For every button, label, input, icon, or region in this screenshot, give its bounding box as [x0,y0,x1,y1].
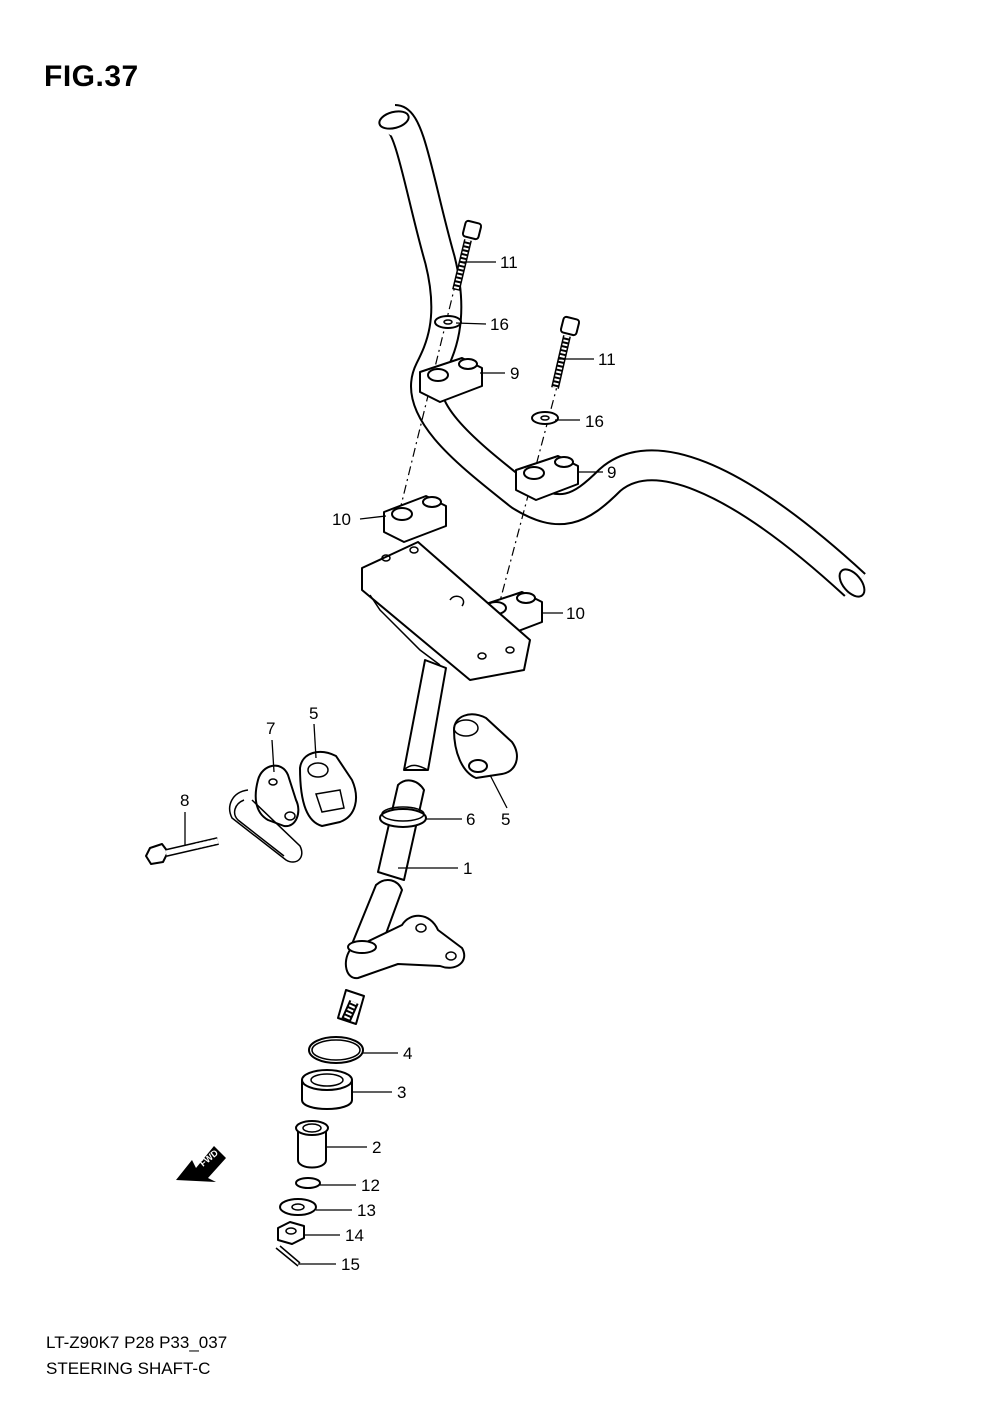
callout-5-right: 5 [501,810,510,829]
figure-name: STEERING SHAFT-C [46,1359,211,1378]
shaft-collar [379,808,427,828]
handlebar-bolt-right [551,315,581,389]
shaft-holder-left [299,751,357,827]
callout-14: 14 [345,1226,364,1245]
callout-16-upper: 16 [490,315,509,334]
cable-guide [228,764,303,863]
callout-2: 2 [372,1138,381,1157]
cable-guide-bolt [145,837,219,865]
upper-holder-right [515,455,579,501]
callout-3: 3 [397,1083,406,1102]
washer-12 [295,1177,321,1189]
callout-10-right: 10 [566,604,585,623]
callout-11-lower: 11 [598,350,616,369]
callout-15: 15 [341,1255,360,1274]
callout-16-lower: 16 [585,412,604,431]
forward-direction-marker: FWD [176,1146,226,1182]
upper-holder-left [419,357,483,403]
shaft-lower-bracket [344,914,466,980]
figure-code: LT-Z90K7 P28 P33_037 [46,1333,228,1352]
callout-6: 6 [466,810,475,829]
callout-4: 4 [403,1044,412,1063]
handlebar-bolt-left [452,219,483,291]
cotter-pin [275,1245,301,1267]
steering-shaft-bushing [295,1120,329,1169]
lower-holder-left [383,495,447,543]
figure-title: FIG.37 [44,60,139,93]
callout-9-upper: 9 [510,364,519,383]
callout-10-left: 10 [332,510,351,529]
callout-13: 13 [357,1201,376,1220]
steering-shaft-nut [301,1069,353,1110]
callout-12: 12 [361,1176,380,1195]
shaft-lower-end [337,989,365,1025]
callout-7: 7 [266,719,275,738]
callout-1: 1 [463,859,472,878]
callout-5-left: 5 [309,704,318,723]
callout-leaders [184,261,603,1265]
steering-top-plate [361,541,531,681]
washer-right [531,411,559,425]
handlebar [378,104,866,598]
steering-shaft [351,659,447,951]
callout-9-lower: 9 [607,463,616,482]
callout-11-upper: 11 [500,253,518,272]
washer-13 [279,1198,317,1216]
snap-ring [308,1036,364,1064]
castle-nut [277,1221,305,1245]
callout-8: 8 [180,791,189,810]
washer-left [434,315,462,329]
shaft-holder-right [453,713,518,779]
callout-labels: 11 16 9 11 16 9 10 10 7 5 5 8 6 1 4 3 2 … [180,253,616,1274]
